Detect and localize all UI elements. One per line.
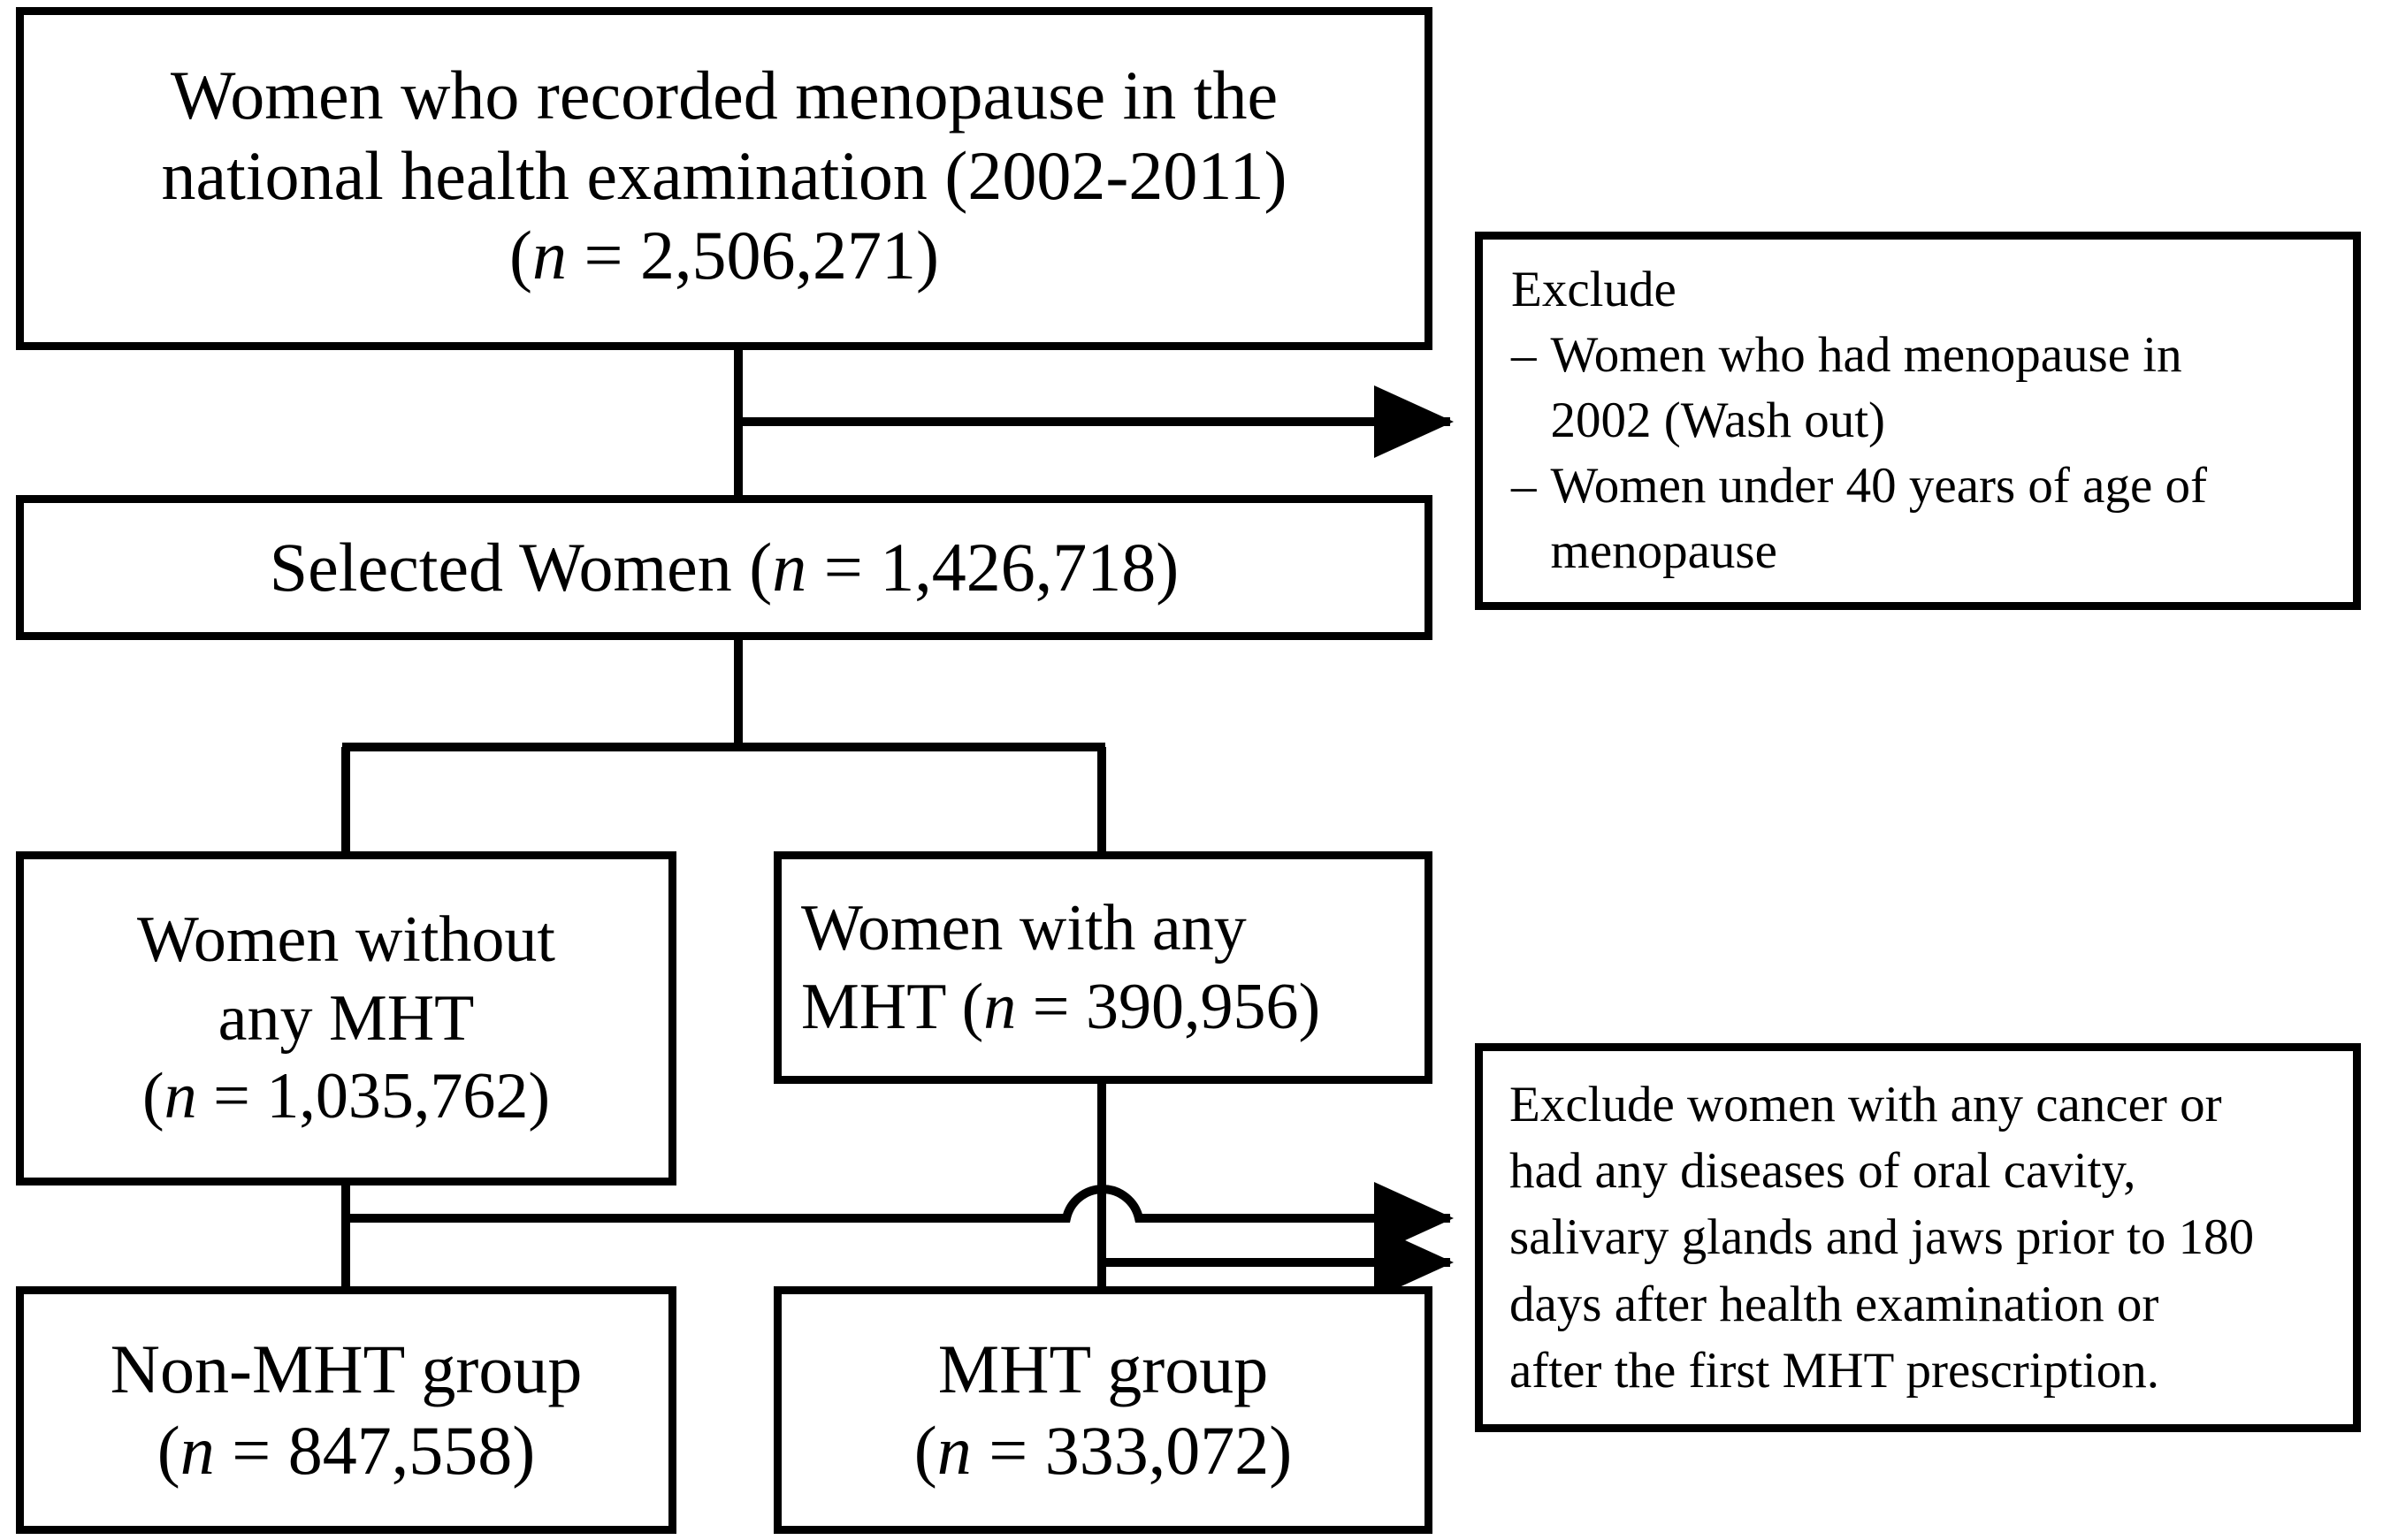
exclude1-item-1: – Women who had menopause in 2002 (Wash … xyxy=(1511,323,2182,454)
exclude1-item-2: – Women under 40 years of age of menopau… xyxy=(1511,454,2207,584)
dash-icon: – xyxy=(1511,326,1537,383)
any-mht-line-1: Women with any xyxy=(801,891,1247,964)
source-line-2: national health examination (2002-2011) xyxy=(161,136,1287,214)
exclude2-line-1: Exclude women with any cancer or xyxy=(1509,1076,2222,1132)
no-mht-line-1: Women without xyxy=(137,903,555,976)
node-exclusion-criteria-1: Exclude – Women who had menopause in 200… xyxy=(1475,232,2361,610)
selected-women-text: Selected Women (n = 1,426,718) xyxy=(269,529,1180,606)
node-mht-group: MHT group (n = 333,072) xyxy=(774,1286,1432,1534)
exclude1-item-2-text: Women under 40 years of age of menopause xyxy=(1550,458,2207,580)
node-exclusion-criteria-2: Exclude women with any cancer or had any… xyxy=(1475,1043,2361,1432)
mht-group-count: (n = 333,072) xyxy=(913,1412,1293,1489)
nonmht-group-label: Non-MHT group xyxy=(110,1330,583,1407)
exclude2-line-3: salivary glands and jaws prior to 180 xyxy=(1509,1209,2255,1266)
exclude2-line-2: had any diseases of oral cavity, xyxy=(1509,1143,2136,1200)
no-mht-line-2: any MHT xyxy=(218,981,475,1055)
node-selected-women: Selected Women (n = 1,426,718) xyxy=(16,495,1432,640)
exclude2-line-5: after the first MHT prescription. xyxy=(1509,1342,2159,1399)
exclude1-heading: Exclude xyxy=(1511,261,1677,317)
dash-icon: – xyxy=(1511,458,1537,515)
source-count: (n = 2,506,271) xyxy=(509,217,939,294)
edge-nomht-to-exclude2 xyxy=(346,1182,1454,1254)
mht-group-label: MHT group xyxy=(937,1330,1269,1407)
node-source-population: Women who recorded menopause in the nati… xyxy=(16,7,1432,350)
any-mht-line-2: MHT (n = 390,956) xyxy=(801,970,1321,1043)
nonmht-group-count: (n = 847,558) xyxy=(157,1412,536,1489)
node-women-without-mht: Women without any MHT (n = 1,035,762) xyxy=(16,851,676,1185)
exclude1-item-1-text: Women who had menopause in 2002 (Wash ou… xyxy=(1550,326,2182,448)
node-non-mht-group: Non-MHT group (n = 847,558) xyxy=(16,1286,676,1534)
no-mht-count: (n = 1,035,762) xyxy=(141,1060,551,1133)
source-line-1: Women who recorded menopause in the xyxy=(170,57,1279,134)
node-women-with-mht: Women with any MHT (n = 390,956) xyxy=(774,851,1432,1084)
exclude2-line-4: days after health examination or xyxy=(1509,1276,2159,1332)
